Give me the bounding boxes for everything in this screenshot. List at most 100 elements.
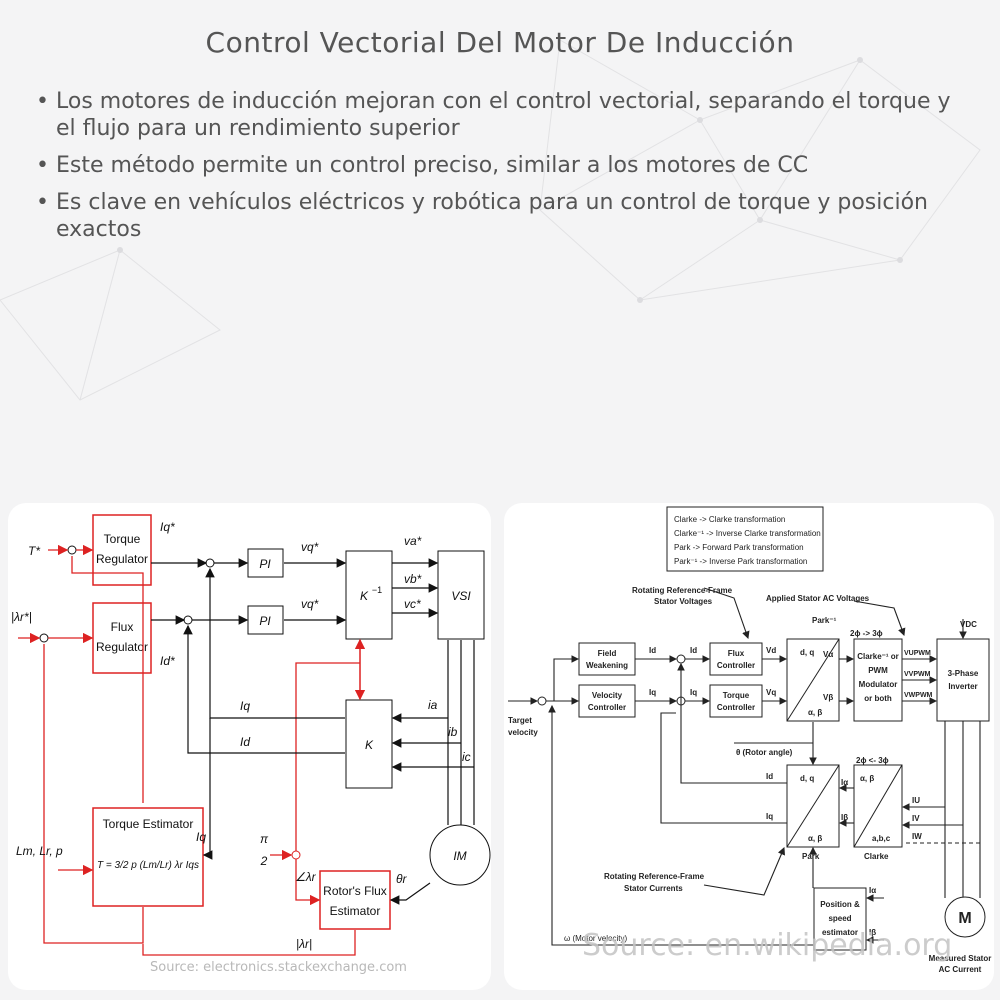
field-weakening-block <box>578 642 636 676</box>
bullet-item: Los motores de inducción mejoran con el … <box>34 88 974 142</box>
motor-params-label: Lm, Lr, p <box>16 844 63 858</box>
legend-entry: Park -> Forward Park transformation <box>674 543 804 552</box>
iw-label: IW <box>912 832 922 841</box>
park-label: Park <box>802 852 820 861</box>
estimator-label: Position & <box>820 900 860 909</box>
vdc-label: VDC <box>960 620 977 629</box>
iq-feedback-label: Iq <box>766 812 773 821</box>
iq-reference-label: Iq* <box>160 520 175 534</box>
ib-label: ib <box>448 725 458 739</box>
rotor-angle-label: θ (Rotor angle) <box>736 748 793 757</box>
sum-junction <box>183 615 193 625</box>
legend-entry: Clarke⁻¹ -> Inverse Clarke transformatio… <box>674 529 821 538</box>
valpha-label: Vα <box>823 650 833 659</box>
sum-junction <box>67 545 77 555</box>
pi-half-label: 2 <box>260 854 268 868</box>
vbeta-label: Vβ <box>823 693 833 702</box>
torque-regulator-label: Torque <box>104 532 141 546</box>
rotating-voltages-label: Stator Voltages <box>654 597 713 606</box>
sum-junction <box>537 696 547 706</box>
torque-controller-block <box>709 684 763 718</box>
sum-junction <box>676 654 686 664</box>
park-ab-label: α, β <box>808 834 822 843</box>
target-velocity-label: Target <box>508 716 532 725</box>
bullet-item: Este método permite un control preciso, … <box>34 152 974 179</box>
inverter-label: 3-Phase <box>948 669 979 678</box>
pi-label: PI <box>259 557 271 571</box>
pi-block-q <box>247 548 284 578</box>
vd-label: vq* <box>301 597 319 611</box>
ibeta-label: Iβ <box>841 813 848 822</box>
estimator-label: speed <box>828 914 851 923</box>
ia-label: ia <box>428 698 438 712</box>
torque-controller-label: Controller <box>717 703 755 712</box>
id-label: Id <box>649 646 656 655</box>
sum-junction <box>205 558 215 568</box>
induction-motor-symbol <box>429 824 491 886</box>
id-reference-label: Id* <box>160 654 175 668</box>
ic-label: ic <box>462 750 471 764</box>
flux-estimator-label: Rotor's Flux <box>323 884 387 898</box>
velocity-controller-block <box>578 684 636 718</box>
measured-current-label: AC Current <box>939 965 982 974</box>
right-source-caption: Source: en.wikipedia.org <box>582 928 953 963</box>
flux-reference-label: |λr*| <box>11 610 32 624</box>
modulator-label: or both <box>864 694 892 703</box>
rotating-voltages-label: Rotating Reference-Frame <box>632 586 733 595</box>
sum-junction <box>39 633 49 643</box>
page-title: Control Vectorial Del Motor De Inducción <box>205 26 795 59</box>
rotating-currents-label: Rotating Reference-Frame <box>604 872 705 881</box>
flux-controller-block <box>709 642 763 676</box>
flux-regulator-block <box>92 602 152 674</box>
legend-entry: Park⁻¹ -> Inverse Park transformation <box>674 557 807 566</box>
flux-controller-label: Flux <box>728 649 745 658</box>
legend-box <box>666 506 824 572</box>
sum-junction <box>291 850 301 860</box>
flux-controller-label: Controller <box>717 661 755 670</box>
vd-label: Vd <box>766 646 776 655</box>
left-diagram-card: Torque Regulator Flux Regulator Torque E… <box>8 503 491 990</box>
modulator-label: PWM <box>868 666 888 675</box>
vupwm-label: VUPWM <box>904 650 931 657</box>
park-dq-label: d, q <box>800 774 814 783</box>
ialpha-label: Iα <box>841 778 848 787</box>
motor-symbol <box>944 896 986 938</box>
bullet-item: Es clave en vehículos eléctricos y robót… <box>34 189 974 243</box>
position-speed-estimator-block <box>813 887 867 951</box>
flux-regulator-label: Regulator <box>96 640 148 654</box>
torque-regulator-block <box>92 514 152 586</box>
clarke-label: Clarke <box>864 852 889 861</box>
ibeta-est-label: Iβ <box>869 928 876 937</box>
vsi-block <box>437 550 485 640</box>
k-block <box>345 699 393 789</box>
park-dq-label: d, q <box>800 648 814 657</box>
torque-formula: T = 3/2 p (Lm/Lr) λr Iqs <box>97 860 199 871</box>
motor-label: M <box>958 910 971 927</box>
flux-angle-label: ∠λr <box>295 870 317 884</box>
k-label: K <box>365 738 374 752</box>
iq-label: Iq <box>690 688 697 697</box>
k-inverse-block <box>345 550 393 640</box>
vb-label: vb* <box>404 572 422 586</box>
id-label: Id <box>690 646 697 655</box>
k-inverse-label: K <box>360 589 369 603</box>
velocity-controller-label: Controller <box>588 703 626 712</box>
flux-regulator-label: Flux <box>111 620 134 634</box>
vsi-label: VSI <box>451 589 471 603</box>
iu-label: IU <box>912 796 920 805</box>
foc-block-diagram: Clarke -> Clarke transformation Clarke⁻¹… <box>508 506 991 974</box>
vwpwm-label: VWPWM <box>904 692 933 699</box>
iq-label: Iq <box>649 688 656 697</box>
id-feedback-label: Id <box>766 772 773 781</box>
k-inverse-sup: −1 <box>372 585 382 595</box>
vq-label: vq* <box>301 540 319 554</box>
torque-reference-label: T* <box>28 544 40 558</box>
modulator-label: Clarke⁻¹ or <box>857 652 899 661</box>
pi-label: PI <box>259 614 271 628</box>
ialpha-est-label: Iα <box>869 886 876 895</box>
rotating-currents-label: Stator Currents <box>624 884 683 893</box>
vector-control-block-diagram: Torque Regulator Flux Regulator Torque E… <box>11 514 491 956</box>
park-ab-label: α, β <box>808 708 822 717</box>
velocity-controller-label: Velocity <box>592 691 623 700</box>
phase-2-3-label: 2ϕ -> 3ϕ <box>850 629 883 638</box>
